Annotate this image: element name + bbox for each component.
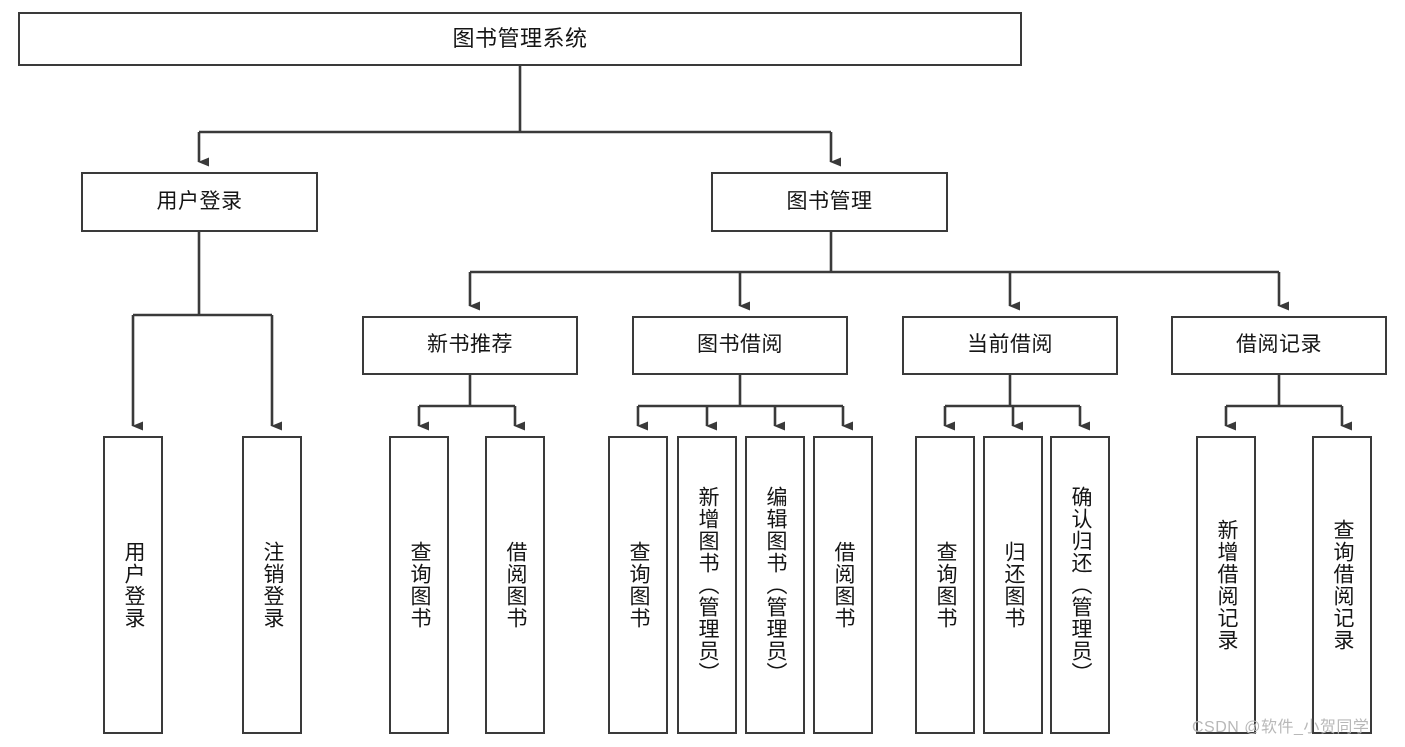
node-label: 图书管理系统 [452, 26, 588, 52]
node-label: 查询图书 [627, 541, 651, 629]
node-label: 当前借阅 [967, 333, 1053, 357]
node-label: 注销登录 [261, 541, 285, 629]
leaf-book-borrow-3[interactable]: 借阅图书 [813, 436, 873, 734]
node-label: 编辑图书（管理员） [764, 486, 788, 684]
node-label: 新增图书（管理员） [696, 486, 720, 684]
node-label: 借阅图书 [504, 541, 528, 629]
leaf-user-login-0[interactable]: 用户登录 [103, 436, 163, 734]
leaf-borrow-record-1[interactable]: 查询借阅记录 [1312, 436, 1372, 734]
node-label: 用户登录 [156, 189, 243, 213]
leaf-book-borrow-2[interactable]: 编辑图书（管理员） [745, 436, 805, 734]
csdn-watermark: CSDN @软件_小贺同学 [1192, 719, 1370, 736]
leaf-borrow-record-0[interactable]: 新增借阅记录 [1196, 436, 1256, 734]
node-label: 借阅图书 [832, 541, 856, 629]
leaf-current-borrow-2[interactable]: 确认归还（管理员） [1050, 436, 1110, 734]
leaf-book-borrow-1[interactable]: 新增图书（管理员） [677, 436, 737, 734]
node-new-book-recommend[interactable]: 新书推荐 [362, 316, 578, 375]
node-label: 新增借阅记录 [1215, 519, 1239, 651]
node-borrow-record[interactable]: 借阅记录 [1171, 316, 1387, 375]
leaf-current-borrow-0[interactable]: 查询图书 [915, 436, 975, 734]
leaf-user-login-1[interactable]: 注销登录 [242, 436, 302, 734]
node-label: 查询图书 [934, 541, 958, 629]
node-label: 归还图书 [1002, 541, 1026, 629]
node-label: 用户登录 [122, 541, 146, 629]
leaf-current-borrow-1[interactable]: 归还图书 [983, 436, 1043, 734]
node-label: 借阅记录 [1236, 333, 1322, 357]
node-label: 查询借阅记录 [1331, 519, 1355, 651]
node-label: 图书借阅 [697, 333, 783, 357]
node-label: 确认归还（管理员） [1069, 486, 1093, 684]
node-book-borrow[interactable]: 图书借阅 [632, 316, 848, 375]
leaf-book-borrow-0[interactable]: 查询图书 [608, 436, 668, 734]
node-label: 图书管理 [786, 189, 873, 213]
node-book-management[interactable]: 图书管理 [711, 172, 948, 232]
leaf-new-book-recommend-0[interactable]: 查询图书 [389, 436, 449, 734]
node-current-borrow[interactable]: 当前借阅 [902, 316, 1118, 375]
node-label: 新书推荐 [427, 333, 513, 357]
node-label: 查询图书 [408, 541, 432, 629]
node-root-library-system[interactable]: 图书管理系统 [18, 12, 1022, 66]
leaf-new-book-recommend-1[interactable]: 借阅图书 [485, 436, 545, 734]
node-user-login[interactable]: 用户登录 [81, 172, 318, 232]
